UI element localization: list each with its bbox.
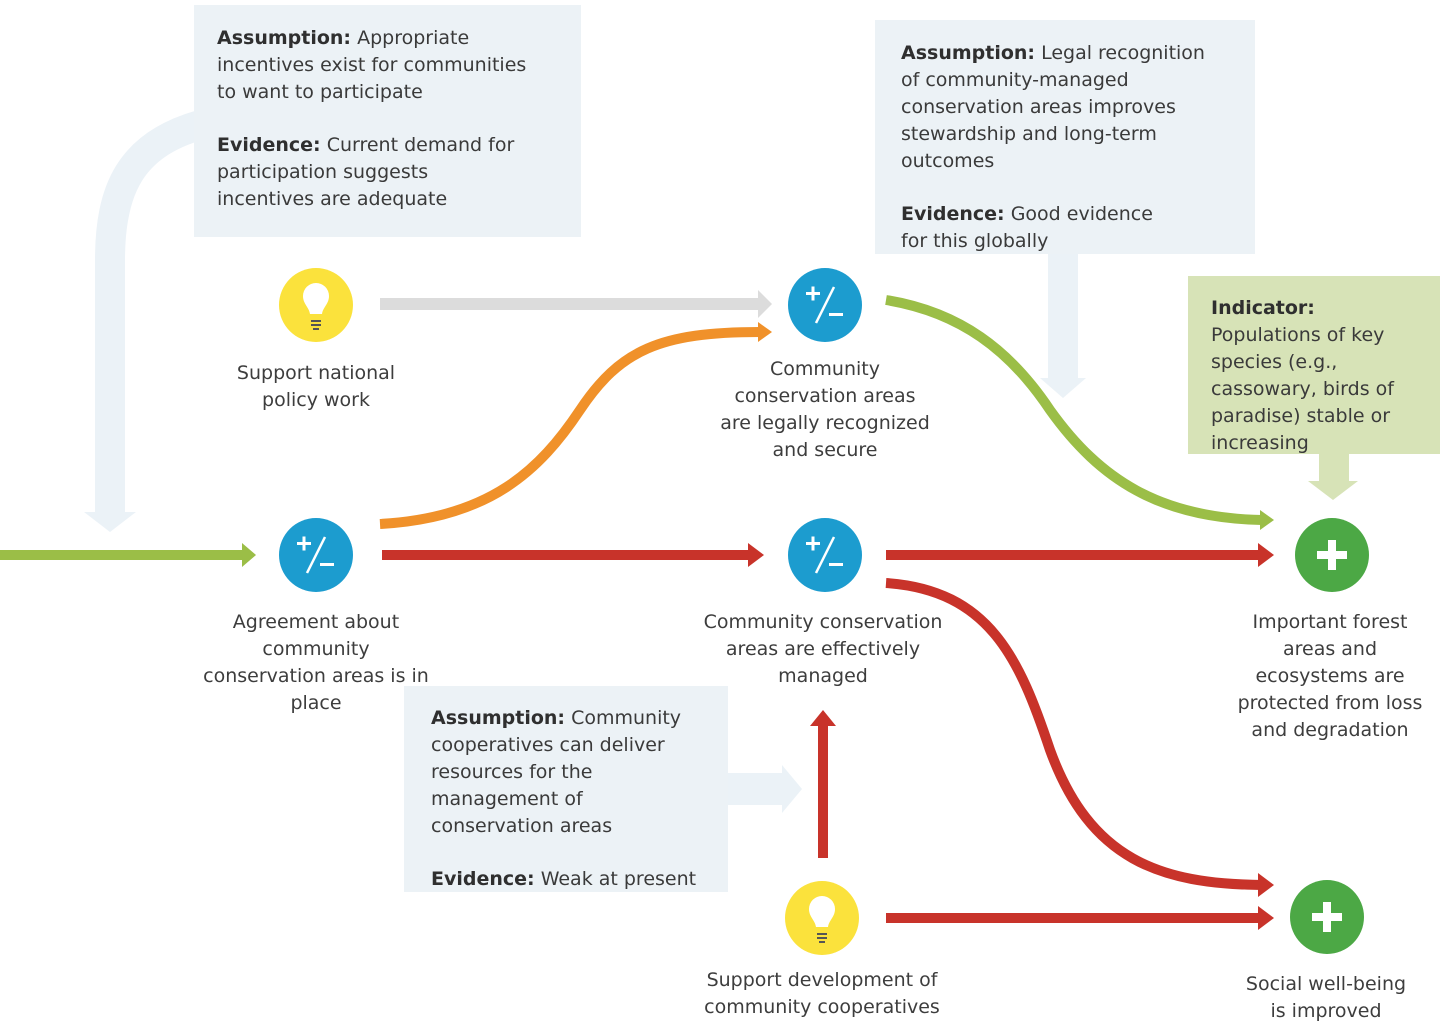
arrow-agreement-to-legal: [379, 327, 761, 529]
node-policy-icon: [279, 268, 353, 342]
arrow-managed-to-forest: [886, 550, 1260, 560]
evidence-body: Weak at present: [540, 868, 697, 890]
evidence-text: Evidence: Weak at present: [431, 866, 708, 893]
assumption-box-legal-recognition: Assumption: Legal recognition of communi…: [875, 20, 1255, 254]
assumption-text: Assumption: Community cooperatives can d…: [431, 705, 708, 840]
arrow-coop-to-social-head: [1258, 906, 1274, 930]
arrow-managed-to-social: [885, 578, 1263, 890]
assumption-text: Assumption: Appropriate incentives exist…: [217, 25, 547, 106]
indicator-text: Indicator: Populations of key species (e…: [1211, 295, 1424, 457]
assumption-link-arrowhead: [1040, 378, 1086, 398]
node-managed-icon: [788, 518, 862, 592]
node-legal-icon: [788, 268, 862, 342]
evidence-body: Current demand for participation suggest…: [217, 134, 515, 210]
node-forest-icon: [1295, 518, 1369, 592]
assumption-link-arrow: [95, 110, 205, 515]
arrow-agreement-to-legal-head: [758, 322, 772, 342]
arrow-agreement-to-managed: [382, 550, 750, 560]
node-managed-label: Community conservation areas are effecti…: [703, 611, 943, 687]
evidence-label: Evidence:: [901, 203, 1005, 225]
node-forest-label: Important forest areas and ecosystems ar…: [1237, 611, 1423, 741]
assumption-link-arrow: [1048, 254, 1078, 380]
node-coop-icon: [785, 881, 859, 955]
indicator-link-arrow: [1319, 452, 1349, 482]
arrow-managed-to-social-head: [1258, 873, 1274, 897]
assumption-box-cooperatives: Assumption: Community cooperatives can d…: [404, 686, 728, 892]
indicator-link-arrowhead: [1308, 481, 1358, 500]
assumption-body: Appropriate incentives exist for communi…: [217, 27, 527, 103]
node-social-icon: [1290, 880, 1364, 954]
arrow-managed-to-forest-head: [1258, 543, 1274, 567]
assumption-body: Legal recognition of community-managed c…: [901, 42, 1205, 172]
arrow-coop-to-managed-head: [810, 710, 836, 726]
node-policy-label: Support national policy work: [236, 362, 396, 411]
arrow-coop-to-social: [886, 913, 1260, 923]
node-agreement-icon: [279, 518, 353, 592]
arrow-policy-to-legal: [380, 298, 758, 310]
evidence-label: Evidence:: [217, 134, 321, 156]
node-agreement-label: Agreement about community conservation a…: [203, 611, 429, 714]
evidence-text: Evidence: Good evidence for this globall…: [901, 201, 1171, 255]
arrow-legal-to-forest-head: [1260, 510, 1274, 530]
arrow-incoming-head: [242, 543, 256, 567]
node-legal-label: Community conservation areas are legally…: [720, 358, 930, 461]
indicator-label: Indicator:: [1211, 297, 1315, 319]
assumption-text: Assumption: Legal recognition of communi…: [901, 40, 1221, 175]
assumption-label: Assumption:: [901, 42, 1036, 64]
indicator-box: Indicator: Populations of key species (e…: [1188, 276, 1440, 454]
evidence-label: Evidence:: [431, 868, 535, 890]
assumption-link-arrow: [728, 773, 784, 805]
assumption-link-arrowhead: [782, 765, 802, 813]
assumption-body: Community cooperatives can deliver resou…: [431, 707, 682, 837]
node-coop-label: Support development of community coopera…: [704, 969, 940, 1018]
assumption-label: Assumption:: [217, 27, 352, 49]
arrow-legal-to-forest: [885, 295, 1263, 525]
assumption-label: Assumption:: [431, 707, 566, 729]
evidence-body: Good evidence for this globally: [901, 203, 1153, 252]
indicator-body: Populations of key species (e.g., cassow…: [1211, 324, 1394, 454]
evidence-text: Evidence: Current demand for participati…: [217, 132, 517, 213]
assumption-link-arrowhead: [84, 512, 136, 532]
arrow-incoming: [0, 550, 244, 560]
arrow-coop-to-managed: [818, 724, 828, 858]
arrow-policy-to-legal-head: [758, 290, 772, 318]
arrow-agreement-to-managed-head: [748, 543, 764, 567]
node-social-label: Social well-being is improved: [1245, 973, 1407, 1022]
assumption-box-participation: Assumption: Appropriate incentives exist…: [194, 5, 581, 237]
